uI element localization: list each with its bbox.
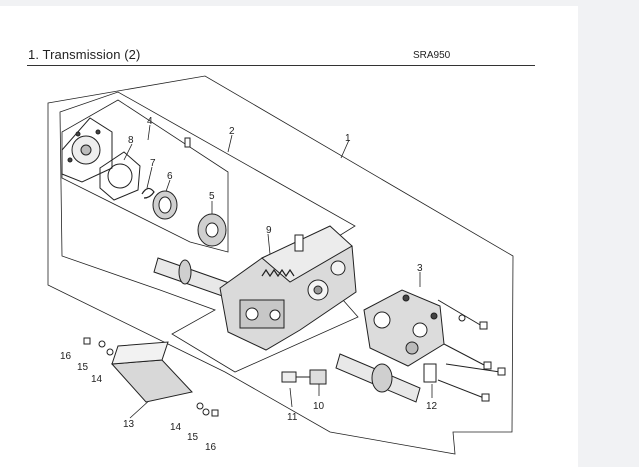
callout-16-right: 16 — [205, 442, 217, 453]
spring-part — [261, 268, 295, 278]
callout-labels: 1 2 3 4 5 6 7 8 9 10 11 12 13 14 15 16 1… — [60, 116, 438, 453]
callout-16-left: 16 — [60, 351, 72, 362]
callout-9: 9 — [266, 225, 272, 236]
transmission-housing — [219, 225, 357, 351]
sensor-part — [281, 369, 327, 385]
assembly-boundary-2 — [59, 91, 359, 373]
pulley-part — [197, 213, 227, 247]
callout-3: 3 — [417, 263, 423, 274]
cover-plate-part — [61, 117, 113, 183]
gasket-part — [99, 151, 141, 201]
title-rule — [27, 65, 535, 66]
leader-8 — [123, 143, 133, 161]
bearing-part — [152, 190, 178, 220]
bracket-part — [423, 363, 437, 383]
section-title: 1. Transmission (2) — [28, 47, 141, 62]
hydraulic-unit — [363, 289, 445, 367]
callout-8: 8 — [128, 135, 134, 146]
leader-1 — [340, 139, 350, 159]
callout-12: 12 — [426, 401, 438, 412]
pin-part — [184, 137, 191, 148]
parts-sheet — [0, 6, 578, 467]
callout-10: 10 — [313, 401, 325, 412]
callout-7: 7 — [150, 158, 156, 169]
fasteners-left — [83, 337, 219, 417]
leader-4 — [147, 124, 151, 141]
callout-15-left: 15 — [77, 362, 89, 373]
assembly-boundary-1 — [47, 75, 514, 455]
callout-11: 11 — [287, 412, 298, 423]
axle-shaft-left — [153, 257, 233, 299]
assembly-boundary-4 — [61, 99, 229, 253]
callout-13: 13 — [123, 419, 135, 430]
leader-11 — [289, 387, 293, 408]
callout-15-right: 15 — [187, 432, 199, 443]
callout-1: 1 — [345, 133, 351, 144]
leader-7 — [146, 166, 153, 189]
callout-4: 4 — [147, 116, 153, 127]
support-plate-part — [110, 341, 193, 403]
leader-2 — [227, 134, 233, 153]
leader-9 — [267, 233, 271, 255]
callout-6: 6 — [167, 171, 173, 182]
model-code: SRA950 — [413, 50, 451, 61]
callout-14-right: 14 — [170, 422, 182, 433]
callout-5: 5 — [209, 191, 215, 202]
bolts-right — [437, 299, 506, 402]
snap-ring-part — [141, 187, 155, 199]
callout-2: 2 — [229, 126, 235, 137]
axle-shaft-right — [335, 353, 421, 403]
callout-14-left: 14 — [91, 374, 103, 385]
